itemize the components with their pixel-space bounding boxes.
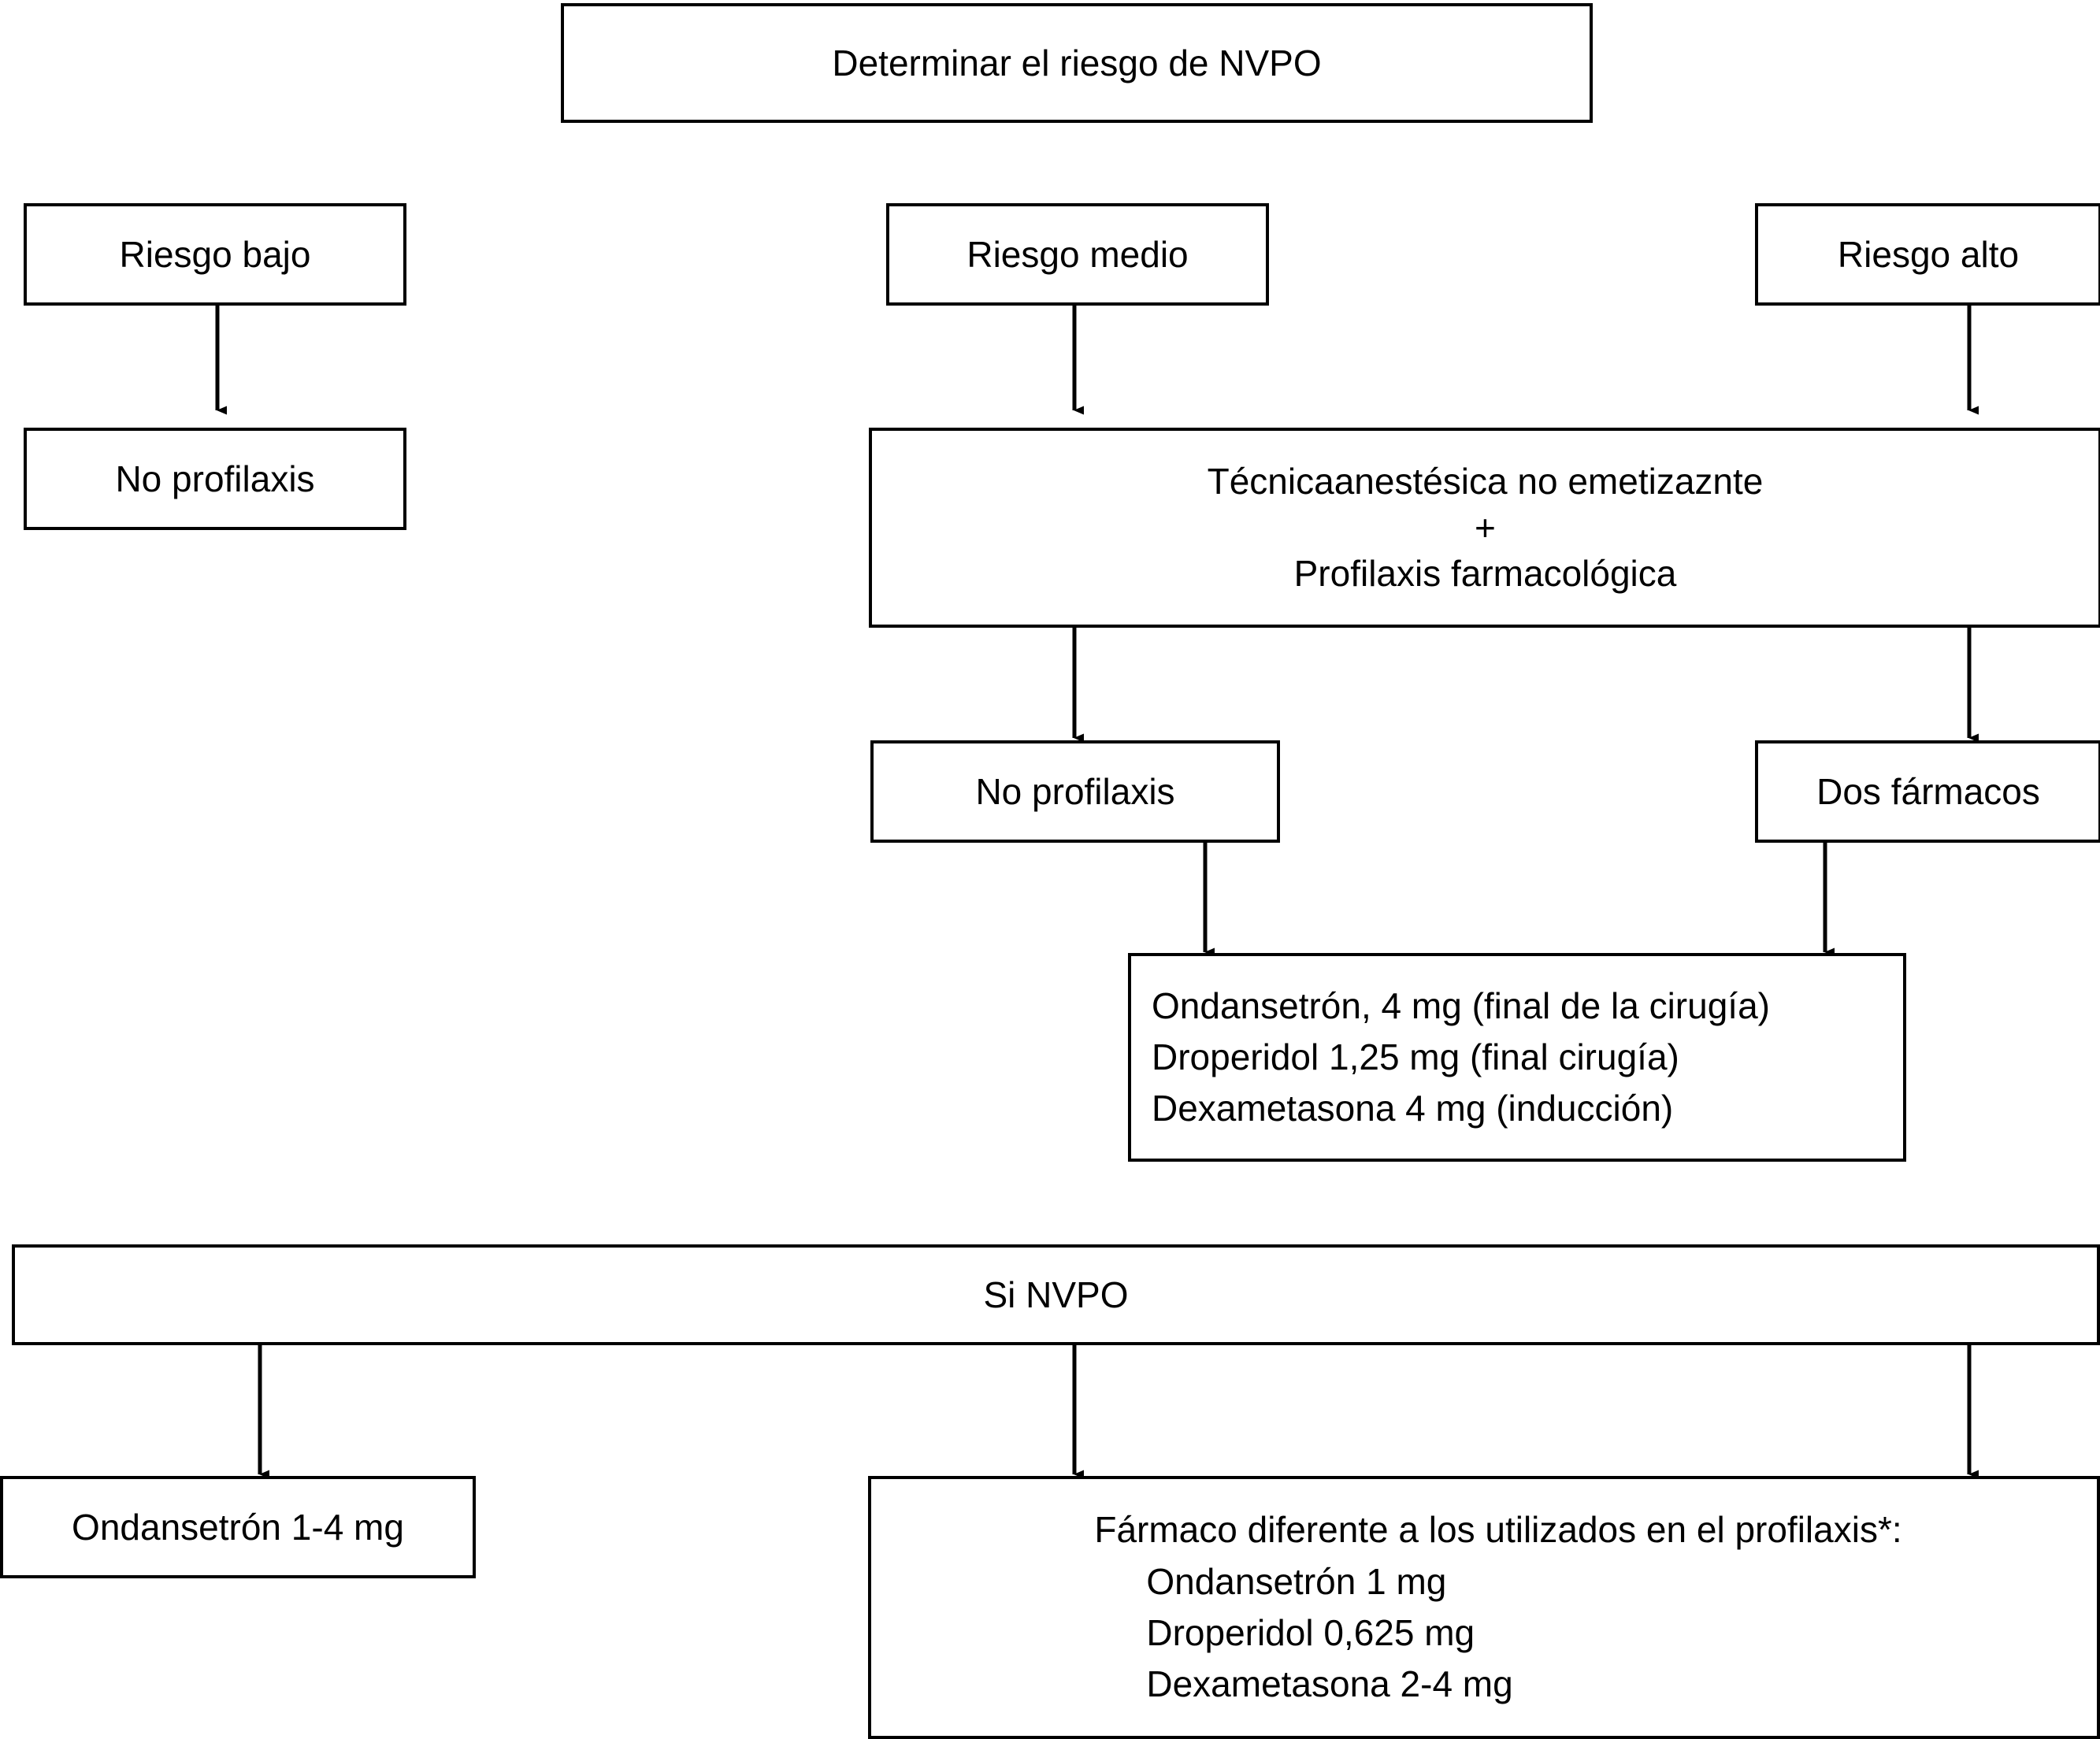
rescue-alternative-item: Droperidol 0,625 mg [1146,1612,1475,1653]
node-rescue-ondansetron[interactable]: Ondansetrón 1-4 mg [0,1476,476,1578]
rescue-alternative-item: Ondansetrón 1 mg [1146,1560,1447,1602]
node-anesthetic-technique[interactable]: Técnicaanestésica no emetizaznte + Profi… [869,428,2100,628]
rescue-alternative-item: Dexametasona 2-4 mg [1146,1663,1513,1705]
node-risk-high-label: Riesgo alto [1837,233,2020,275]
node-if-ponv-label: Si NVPO [983,1274,1129,1315]
node-risk-high[interactable]: Riesgo alto [1755,203,2100,306]
node-rescue-alternative-content: Fármaco diferente a los utilizados en el… [1066,1504,1902,1710]
node-two-drugs[interactable]: Dos fármacos [1755,740,2100,843]
node-no-prophylaxis-mid[interactable]: No profilaxis [870,740,1280,843]
rescue-alternative-heading: Fármaco diferente a los utilizados en el… [1094,1509,1902,1551]
node-risk-low-label: Riesgo bajo [119,233,311,275]
node-two-drugs-label: Dos fármacos [1816,770,2040,812]
node-anesthetic-technique-label: Técnicaanestésica no emetizaznte + Profi… [1207,460,1764,595]
node-determine-risk-label: Determinar el riesgo de NVPO [832,42,1322,83]
node-no-prophylaxis-low-label: No profilaxis [115,458,315,499]
node-rescue-alternative[interactable]: Fármaco diferente a los utilizados en el… [868,1476,2100,1739]
node-prophylaxis-drug-list-label: Ondansetrón, 4 mg (final de la cirugía) … [1152,984,1770,1129]
node-risk-low[interactable]: Riesgo bajo [24,203,406,306]
node-prophylaxis-drug-list[interactable]: Ondansetrón, 4 mg (final de la cirugía) … [1128,953,1906,1162]
node-rescue-ondansetron-label: Ondansetrón 1-4 mg [72,1506,404,1548]
node-risk-medium-label: Riesgo medio [967,233,1189,275]
node-determine-risk[interactable]: Determinar el riesgo de NVPO [561,3,1593,123]
node-no-prophylaxis-low[interactable]: No profilaxis [24,428,406,530]
node-if-ponv[interactable]: Si NVPO [12,1244,2100,1345]
node-risk-medium[interactable]: Riesgo medio [886,203,1269,306]
node-no-prophylaxis-mid-label: No profilaxis [975,770,1175,812]
